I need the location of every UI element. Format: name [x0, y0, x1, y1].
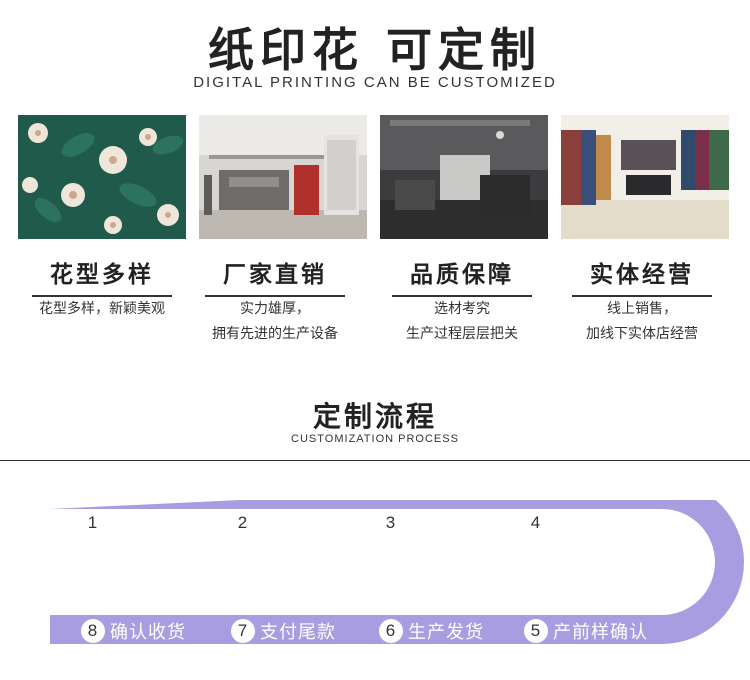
step-number: 1: [81, 511, 105, 535]
process-step-2: 2 确认图片: [231, 508, 336, 538]
process-step-6: 6 生产发货: [379, 616, 484, 646]
process-step-5: 5 产前样确认: [524, 616, 648, 646]
process-step-4: 4 支付定金: [524, 508, 629, 538]
feature-title-4: 实体经营: [572, 255, 712, 297]
step-number: 7: [231, 619, 255, 643]
feature-title-1: 花型多样: [32, 255, 172, 297]
feature-title-3: 品质保障: [392, 255, 532, 297]
step-number: 6: [379, 619, 403, 643]
step-label: 支付尾款: [260, 622, 336, 643]
step-label: 确认布料: [408, 514, 484, 535]
step-label: 发送源文件: [110, 514, 205, 535]
showroom-photo: [561, 115, 729, 239]
process-step-8: 8 确认收货: [81, 616, 186, 646]
step-label: 确认图片: [260, 514, 336, 535]
feature-desc-3: 选材考究 生产过程层层把关: [406, 301, 518, 342]
factory-machinery-photo: [199, 115, 367, 239]
step-number: 3: [379, 511, 403, 535]
process-step-1: 1 发送源文件: [81, 508, 205, 538]
feature-desc-4: 线上销售， 加线下实体店经营: [586, 301, 698, 342]
step-label: 生产发货: [408, 622, 484, 643]
floral-fabric-photo: [18, 115, 186, 239]
feature-desc-2: 实力雄厚， 拥有先进的生产设备: [212, 301, 338, 342]
section-divider: [0, 460, 750, 461]
process-subtitle: CUSTOMIZATION PROCESS: [291, 433, 459, 445]
process-step-7: 7 支付尾款: [231, 616, 336, 646]
process-title: 定制流程: [312, 400, 437, 433]
step-number: 2: [231, 511, 255, 535]
feature-title-2: 厂家直销: [205, 255, 345, 297]
page-subtitle: DIGITAL PRINTING CAN BE CUSTOMIZED: [193, 74, 557, 91]
step-label: 确认收货: [110, 622, 186, 643]
warehouse-photo: [380, 115, 548, 239]
step-label: 产前样确认: [553, 622, 648, 643]
page-title: 纸印花 可定制: [207, 23, 542, 77]
step-number: 5: [524, 619, 548, 643]
feature-desc-1: 花型多样，新颖美观: [39, 301, 165, 317]
process-step-3: 3 确认布料: [379, 508, 484, 538]
process-band: [50, 500, 744, 644]
step-label: 支付定金: [553, 514, 629, 535]
step-number: 4: [524, 511, 548, 535]
step-number: 8: [81, 619, 105, 643]
